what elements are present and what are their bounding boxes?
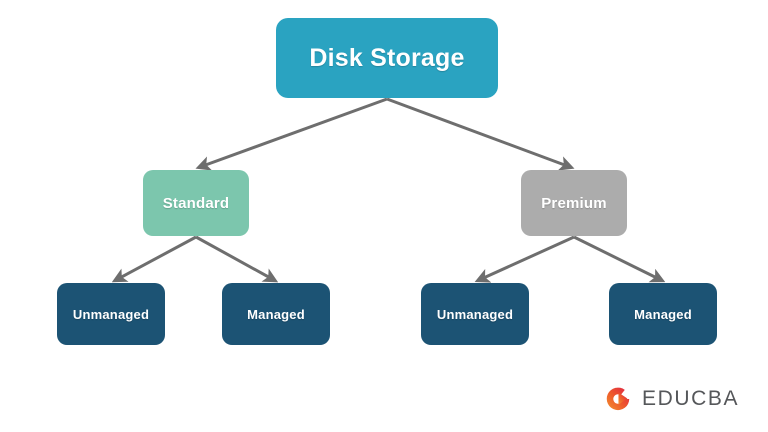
edge-premium-to-unmanaged bbox=[474, 235, 575, 283]
educba-logo: EDUCBA bbox=[603, 382, 751, 416]
node-premium-managed[interactable]: Managed bbox=[609, 283, 717, 345]
node-premium-unmanaged[interactable]: Unmanaged bbox=[421, 283, 529, 345]
edge-standard-to-managed bbox=[195, 235, 279, 283]
edge-standard-to-unmanaged bbox=[111, 235, 197, 283]
node-standard-managed[interactable]: Managed bbox=[222, 283, 330, 345]
node-standard-unmanaged[interactable]: Unmanaged bbox=[57, 283, 165, 345]
edge-root-to-standard bbox=[195, 97, 388, 171]
edge-premium-to-managed bbox=[573, 235, 666, 283]
node-standard[interactable]: Standard bbox=[143, 170, 249, 236]
educba-play-circle-icon bbox=[606, 387, 630, 411]
edge-root-to-premium bbox=[386, 97, 575, 171]
node-premium[interactable]: Premium bbox=[521, 170, 627, 236]
node-disk-storage[interactable]: Disk Storage bbox=[276, 18, 498, 98]
educba-wordmark: EDUCBA bbox=[642, 387, 740, 410]
